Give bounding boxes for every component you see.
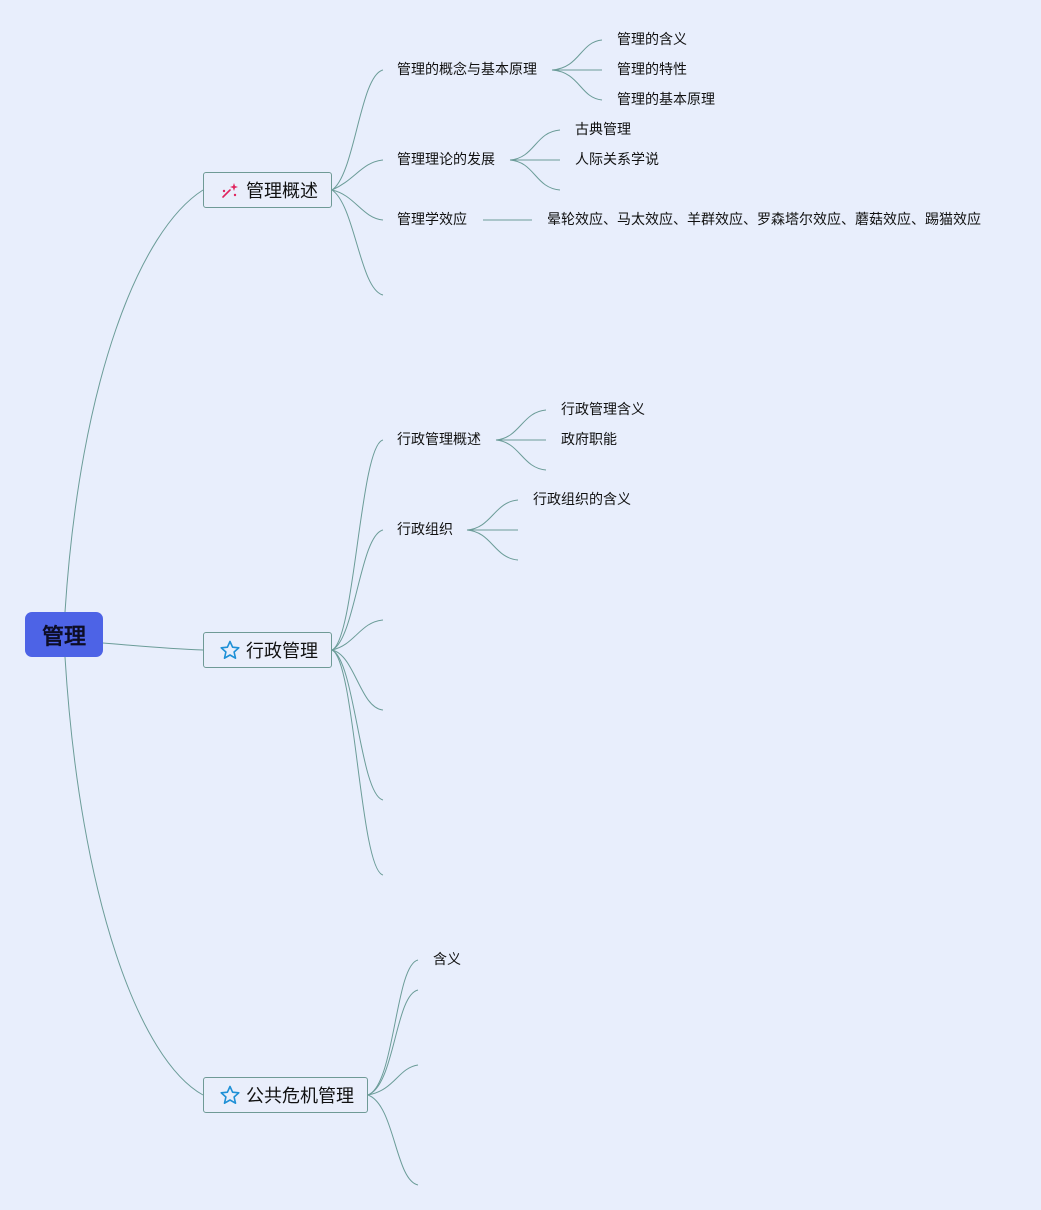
leaf-topic[interactable]: 管理的含义 bbox=[617, 32, 687, 48]
connector bbox=[331, 69, 384, 191]
connector bbox=[367, 989, 419, 1096]
leaf-topic[interactable]: 政府职能 bbox=[561, 432, 617, 448]
connector bbox=[331, 649, 384, 801]
connector bbox=[551, 39, 603, 71]
connector bbox=[331, 649, 384, 876]
connector bbox=[367, 959, 419, 1096]
subtopic[interactable]: 管理理论的发展 bbox=[397, 152, 495, 168]
leaf-topic[interactable]: 管理的基本原理 bbox=[617, 92, 715, 108]
main-topic-label: 行政管理 bbox=[246, 641, 318, 662]
connector bbox=[331, 619, 384, 651]
root-topic-label: 管理 bbox=[41, 624, 86, 650]
connector bbox=[331, 529, 384, 651]
subtopic[interactable]: 行政组织 bbox=[397, 522, 453, 538]
root-topic[interactable]: 管理 bbox=[25, 612, 103, 657]
connector bbox=[509, 159, 561, 191]
connector bbox=[509, 129, 561, 161]
connector bbox=[495, 409, 547, 441]
leaf-topic[interactable]: 古典管理 bbox=[575, 122, 631, 138]
subtopic[interactable]: 管理学效应 bbox=[397, 212, 467, 228]
connector bbox=[466, 499, 519, 531]
star-outline-icon bbox=[220, 1085, 240, 1105]
connector bbox=[551, 69, 603, 101]
leaf-topic[interactable]: 行政管理含义 bbox=[561, 402, 645, 418]
subtopic[interactable]: 管理的概念与基本原理 bbox=[397, 62, 537, 78]
connector bbox=[64, 656, 204, 1096]
leaf-topic[interactable]: 行政组织的含义 bbox=[533, 492, 631, 508]
connector bbox=[466, 529, 519, 561]
star-outline-icon bbox=[220, 640, 240, 660]
sparkle-icon bbox=[220, 180, 240, 200]
connector bbox=[331, 649, 384, 711]
connector bbox=[102, 642, 204, 651]
main-topic-label: 管理概述 bbox=[246, 181, 318, 202]
leaf-topic[interactable]: 晕轮效应、马太效应、羊群效应、罗森塔尔效应、蘑菇效应、踢猫效应 bbox=[547, 212, 981, 228]
connector bbox=[367, 1064, 419, 1096]
subtopic[interactable]: 含义 bbox=[433, 952, 461, 968]
leaf-topic[interactable]: 管理的特性 bbox=[617, 62, 687, 78]
connector bbox=[495, 439, 547, 471]
connector bbox=[331, 159, 384, 191]
connector bbox=[331, 439, 384, 651]
main-topic-administration[interactable]: 行政管理 bbox=[203, 632, 332, 668]
connector bbox=[331, 189, 384, 221]
subtopic[interactable]: 行政管理概述 bbox=[397, 432, 481, 448]
leaf-topic[interactable]: 人际关系学说 bbox=[575, 152, 659, 168]
main-topic-label: 公共危机管理 bbox=[246, 1086, 354, 1107]
connector bbox=[331, 189, 384, 296]
connector bbox=[367, 1094, 419, 1186]
main-topic-crisis[interactable]: 公共危机管理 bbox=[203, 1077, 368, 1113]
main-topic-overview[interactable]: 管理概述 bbox=[203, 172, 332, 208]
connector bbox=[64, 189, 204, 613]
